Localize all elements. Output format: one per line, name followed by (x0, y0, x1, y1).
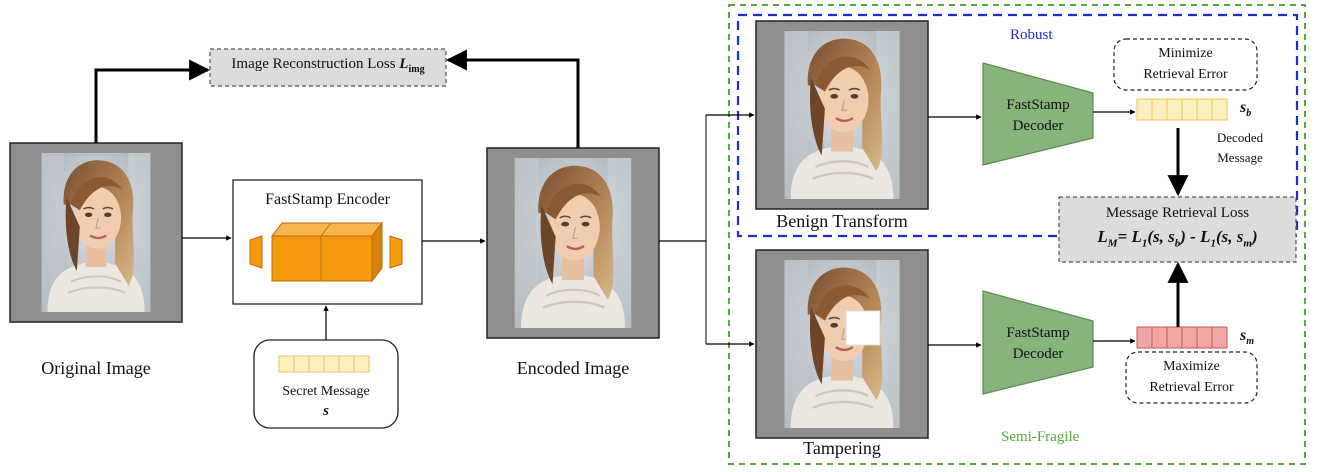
tampered-message-bits (1136, 326, 1228, 349)
secret-message-symbol: s (323, 403, 329, 419)
original-image (9, 142, 183, 323)
encoder-title: FastStamp Encoder (265, 191, 390, 208)
decoded-message-label: Decoded Message (1216, 130, 1264, 165)
minimize-note-label: Minimize Retrieval Error (1143, 46, 1228, 82)
fragile-decoder-label: FastStamp Decoder (1006, 325, 1070, 362)
decoded-message-bits (1136, 98, 1228, 121)
semi-fragile-region (728, 4, 1306, 465)
minimize-note-box (1113, 38, 1258, 91)
maximize-note-label: Maximize Retrieval Error (1149, 359, 1234, 395)
robust-title: Robust (1010, 27, 1053, 43)
connections (94, 49, 1189, 348)
message-loss-title: Message Retrieval Loss (1105, 205, 1250, 221)
semi-fragile-title: Semi-Fragile (1001, 429, 1080, 445)
encoder-blocks (249, 221, 403, 283)
secret-message-label: Secret Message (282, 384, 370, 399)
tampered-image (755, 249, 929, 439)
message-loss-box (1058, 196, 1297, 263)
robust-decoder-label: FastStamp Decoder (1006, 97, 1070, 134)
fragile-decoder (982, 290, 1094, 395)
maximize-note-box (1125, 351, 1258, 404)
tampered-message-symbol: sm (1240, 327, 1255, 348)
original-image-caption: Original Image (41, 358, 151, 378)
encoded-image (486, 147, 660, 339)
robust-decoder (982, 62, 1094, 166)
image-loss-label: Image Reconstruction Loss Limg (231, 56, 425, 75)
benign-transform-image (755, 20, 929, 210)
secret-message-bits (278, 355, 370, 373)
tampering-caption: Tampering (803, 438, 881, 458)
decoded-message-symbol: sb (1240, 99, 1252, 120)
message-loss-formula: LM= L1(s, sb) - L1(s, sm) (1097, 227, 1258, 250)
benign-transform-caption: Benign Transform (776, 211, 908, 231)
encoded-image-caption: Encoded Image (516, 358, 630, 378)
tamper-patch (845, 310, 881, 346)
